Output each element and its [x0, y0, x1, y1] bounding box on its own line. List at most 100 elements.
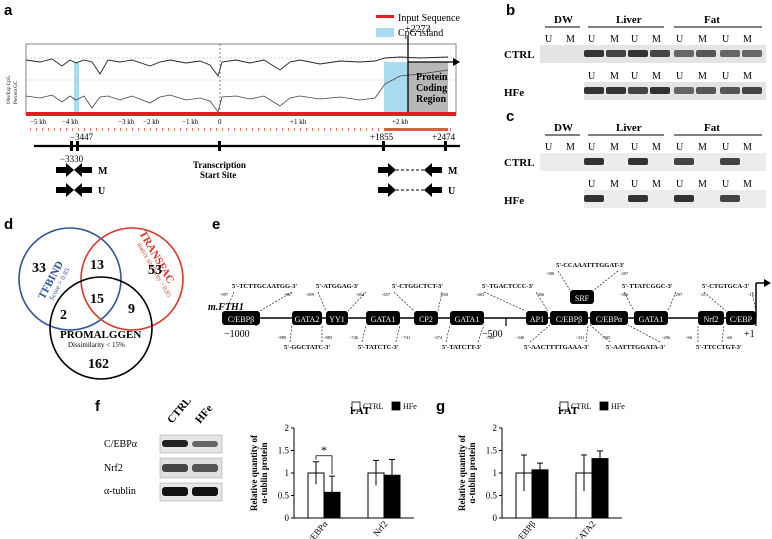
x-tick-label: C/EBPα	[303, 519, 330, 539]
y-tick-label: 1	[493, 468, 498, 478]
lane-label: M	[566, 142, 575, 153]
obs-exp-cpg-trace	[25, 69, 449, 113]
lane-label: U	[631, 71, 639, 82]
pos-top: -403	[476, 292, 485, 297]
primer-u-right: U	[448, 186, 455, 197]
panel-label-f: f	[95, 398, 100, 415]
legend-swatch	[599, 401, 609, 411]
tf-box: GATA1	[634, 311, 668, 325]
lane-label: U	[676, 71, 684, 82]
gene-name: m.FTH1	[208, 302, 244, 313]
y-axis-label: Relative quantity of	[249, 434, 259, 511]
lane-label: U	[545, 34, 553, 45]
seq-bottom: 5'-TATCTC-3'	[358, 344, 399, 351]
lane-label: U	[631, 179, 639, 190]
panel-label-d: d	[4, 216, 14, 233]
tf-box: AP1	[526, 311, 548, 325]
legend-label: CTRL	[571, 402, 592, 411]
tf-box-label: YY1	[329, 315, 345, 324]
pos-bottom: -296	[662, 335, 671, 340]
lane-label: M	[652, 179, 661, 190]
gel-c-lanes-top: U M U M U M U M U M	[545, 142, 752, 153]
blot-row-tublin: α-tublin	[104, 486, 136, 497]
protein-coding-l3: Region	[416, 94, 446, 105]
tf-box-label: GATA1	[371, 315, 396, 324]
lane-label: M	[652, 71, 661, 82]
x-tick-label: Nrf2	[371, 519, 390, 538]
y-tick-label: 0.5	[278, 491, 290, 501]
blot-header-ctrl: CTRL	[165, 400, 194, 426]
y-tick-label: 2	[285, 423, 290, 433]
scale-tick-p2: +2 kb	[392, 118, 409, 126]
y-axis-label: α-tublin protein	[467, 442, 477, 503]
seq-bottom: 5'-TTCCTGT-3'	[696, 344, 742, 351]
lane-label: M	[698, 179, 707, 190]
tf-box: SRF	[570, 290, 594, 304]
bar	[531, 469, 549, 519]
lane-label: U	[722, 71, 730, 82]
venn-circle-promalggen	[49, 276, 153, 380]
tf-box-label: GATA2	[295, 315, 320, 324]
primer-m-right: M	[448, 166, 458, 177]
lane-label: U	[588, 179, 596, 190]
cpg-tick-row	[26, 128, 456, 131]
lane-label: U	[676, 142, 684, 153]
legend-swatch	[559, 401, 569, 411]
y-tick-label: 1	[285, 468, 290, 478]
lane-label: U	[676, 179, 684, 190]
protein-coding-l2: Coding	[416, 83, 447, 94]
venn-count-tfbind-transfac: 13	[90, 258, 104, 273]
legend-label: HFe	[403, 402, 417, 411]
lane-label: M	[566, 34, 575, 45]
panel-label-c: c	[506, 108, 515, 125]
tf-box: C/EBPβ	[222, 311, 260, 325]
tf-box: C/EBP	[726, 311, 756, 325]
pos-top: -854	[356, 292, 365, 297]
lane-label: M	[698, 142, 707, 153]
tf-box-label: Nrf2	[703, 315, 718, 324]
tf-box-label: GATA1	[639, 315, 664, 324]
tf-box: Nrf2	[698, 311, 724, 325]
scale-tick-m5: −5 kb	[30, 118, 47, 126]
venn-count-all-three: 15	[90, 292, 104, 307]
venn-count-promalggen-only: 162	[88, 357, 109, 372]
pos-top: -21	[700, 292, 706, 297]
fth1-promoter-map: m.FTH1 −1000 −500 +1 C/EBPβ GATA2 YY1 GA…	[208, 262, 771, 351]
scale-tick-m1: −1 kb	[182, 118, 199, 126]
cpg-island-1	[74, 62, 79, 114]
lane-label: M	[743, 34, 752, 45]
gel-c-row-hfe: HFe	[504, 195, 524, 207]
gel-c-group-fat: Fat	[704, 122, 720, 134]
pos-bottom: -741	[402, 335, 410, 340]
blot-row-nrf2: Nrf2	[104, 463, 123, 474]
gel-c-row-ctrl: CTRL	[504, 157, 535, 169]
lane-label: U	[722, 179, 730, 190]
y-tick-label: 1.5	[486, 446, 498, 456]
coord-end: +1	[744, 329, 755, 340]
lane-label: U	[722, 142, 730, 153]
gel-b-lanes-top: U M U M U M U M U M	[545, 34, 752, 45]
venn-label-promalggen: PROMALGGEN	[60, 329, 141, 341]
coord-start: −1000	[224, 329, 250, 340]
lane-label: M	[743, 71, 752, 82]
primer-pair-right	[378, 163, 442, 197]
pos-bottom: -66	[686, 335, 693, 340]
scale-tick-m4: −4 kb	[62, 118, 79, 126]
legend-cpg-swatch	[376, 28, 394, 37]
pos-bottom: -746	[350, 335, 359, 340]
pos-3330: −3330	[60, 154, 84, 164]
pos-top: -967	[284, 292, 293, 297]
protein-coding-l1: Protein	[416, 72, 448, 83]
lane-label: M	[652, 34, 661, 45]
lane-label: U	[588, 142, 596, 153]
pos-top: -306	[620, 292, 629, 297]
primer-pair-left	[56, 163, 92, 197]
blot-header-hfe: HFe	[193, 403, 215, 426]
blot-row-cebpa: C/EBPα	[104, 439, 138, 450]
pos-top: -396	[536, 292, 545, 297]
x-tick-label: GATA2	[572, 519, 598, 539]
tf-box: CP2	[414, 311, 438, 325]
venn-count-tfbind-promalggen: 2	[60, 308, 67, 323]
gel-b-row-ctrl: CTRL	[504, 49, 535, 61]
